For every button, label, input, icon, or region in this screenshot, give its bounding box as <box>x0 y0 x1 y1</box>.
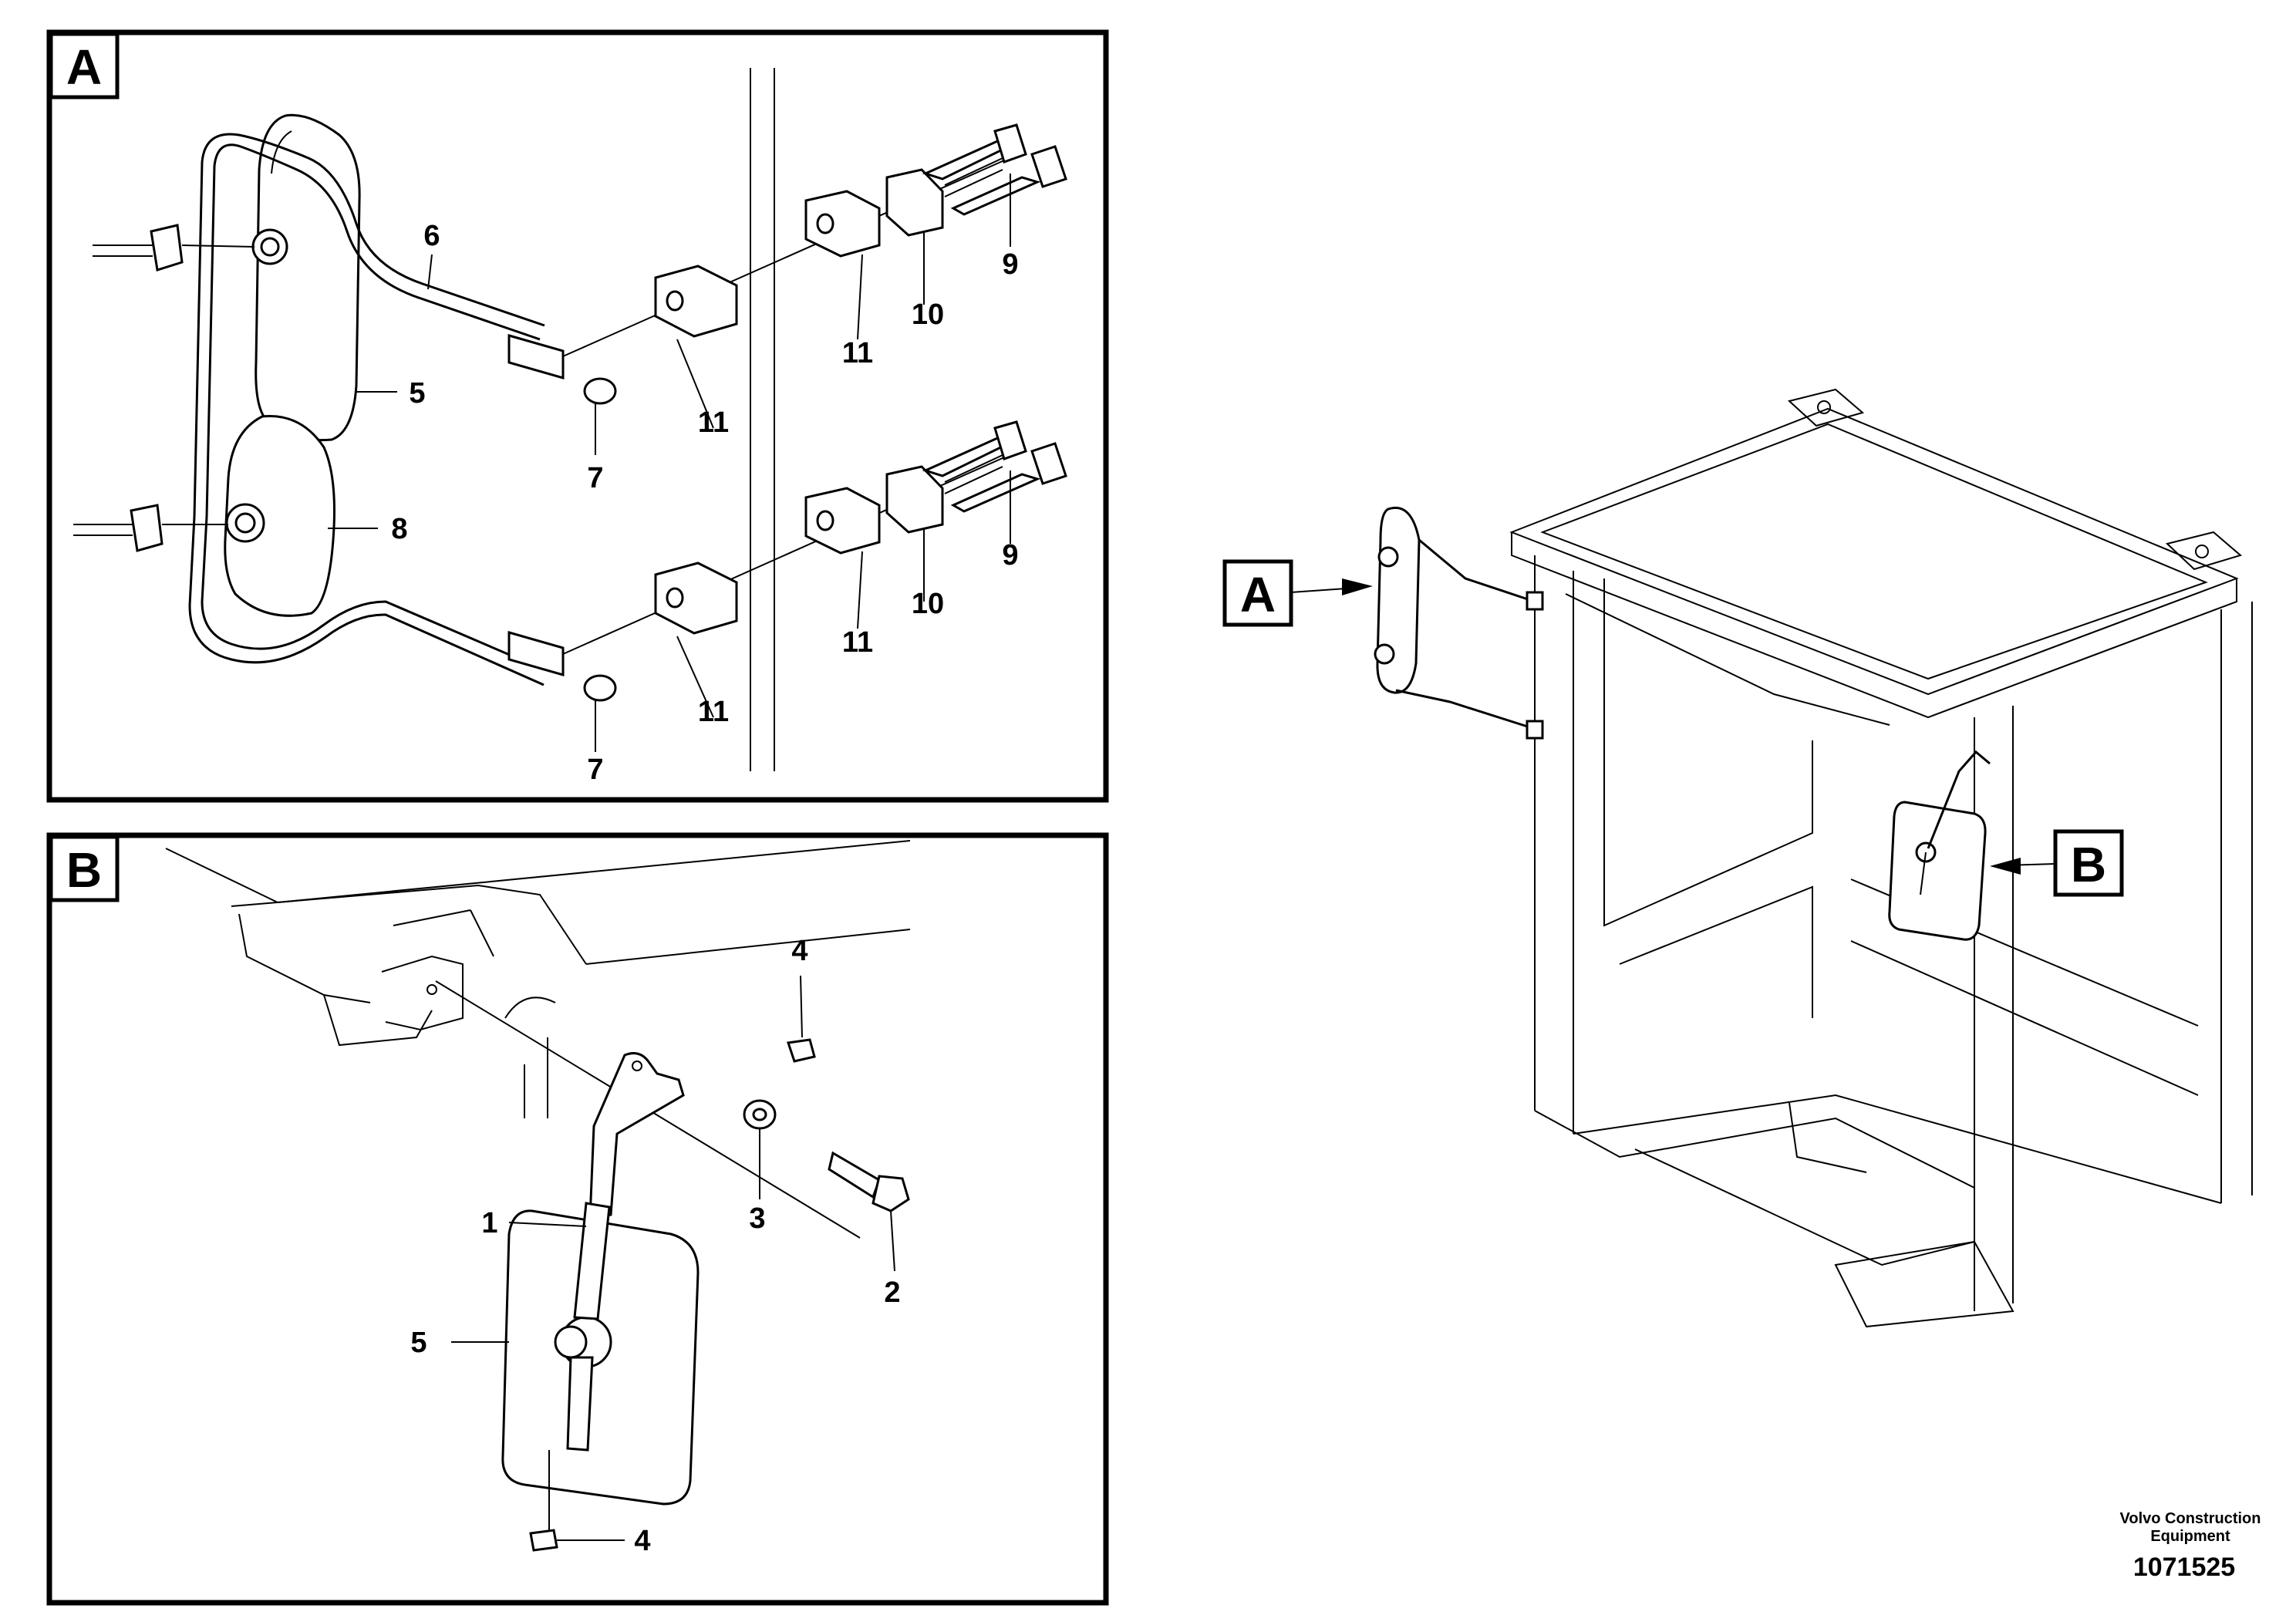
callout-b-2: 2 <box>884 1276 900 1309</box>
panel-b-frame <box>46 832 1109 1606</box>
callout-a-5: 5 <box>409 377 425 410</box>
overview-tag-b-box <box>2053 829 2124 897</box>
overview-tag-a: A <box>1240 567 1276 622</box>
panel-b-tag-box <box>49 835 120 902</box>
panel-a-frame <box>46 29 1109 803</box>
mirror-bracket-tube <box>188 133 545 686</box>
callout-b-3: 3 <box>749 1202 765 1235</box>
clamp-set-upper <box>562 123 1067 429</box>
bolt <box>828 1151 910 1272</box>
callout-a-7-top: 7 <box>587 462 603 494</box>
overview-tag-a-box <box>1222 559 1293 627</box>
clamp-set-lower <box>562 420 1067 718</box>
callout-a-6: 6 <box>423 220 440 252</box>
connector-lower <box>73 504 228 552</box>
panel-b: B <box>46 832 1109 1606</box>
callout-b-4-bot: 4 <box>634 1525 650 1557</box>
callout-a-11-b: 11 <box>842 337 873 369</box>
company-line2: Equipment <box>2150 1528 2230 1545</box>
cap-upper <box>583 377 617 455</box>
callout-a-7-bot: 7 <box>587 754 603 786</box>
drawing-number: 1071525 <box>2133 1553 2235 1582</box>
cab-overview: A B <box>1222 388 2253 1328</box>
callout-a-9-bot: 9 <box>1002 539 1018 572</box>
callout-a-11-c: 11 <box>698 696 729 728</box>
cab-corner-structure <box>165 840 911 1118</box>
connector-upper <box>93 224 255 271</box>
washer <box>743 1099 777 1199</box>
callout-a-11-d: 11 <box>842 626 873 659</box>
set-screw-bottom <box>529 1450 625 1552</box>
overview-mirror-b <box>1888 750 1991 941</box>
callout-a-9-top: 9 <box>1002 248 1018 281</box>
set-screw-top <box>787 975 816 1063</box>
callout-b-1: 1 <box>481 1207 497 1239</box>
cap-lower <box>583 674 617 752</box>
panel-a-tag-box <box>49 32 120 99</box>
callout-a-8: 8 <box>391 513 407 545</box>
callout-b-4-top: 4 <box>791 935 807 967</box>
upper-mirror <box>251 113 361 442</box>
overview-mirror-a <box>1374 507 1544 740</box>
panel-a: A <box>46 29 1109 803</box>
panel-b-tag: B <box>66 842 102 898</box>
lower-mirror <box>224 415 335 617</box>
company-line1: Volvo Construction <box>2120 1510 2261 1527</box>
callout-a-10-top: 10 <box>912 298 944 331</box>
overview-tag-b: B <box>2071 837 2106 892</box>
callout-a-11-a: 11 <box>698 406 729 439</box>
callout-a-10-bot: 10 <box>912 588 944 620</box>
callout-b-5: 5 <box>410 1327 426 1359</box>
panel-a-tag: A <box>66 39 102 95</box>
mirror-arm-bracket <box>588 1052 685 1220</box>
footer: Volvo Construction Equipment 1071525 <box>2120 1510 2261 1582</box>
round-mirror <box>501 1202 700 1506</box>
